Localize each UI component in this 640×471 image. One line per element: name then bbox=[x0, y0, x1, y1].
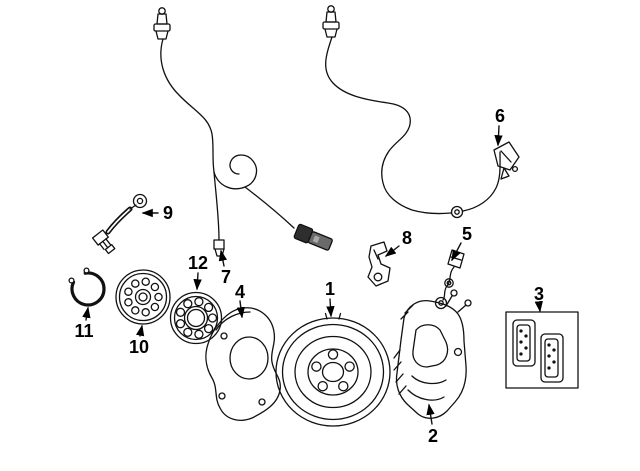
wheel-hub-art bbox=[115, 269, 171, 325]
callout-snap-ring[interactable]: 11 bbox=[74, 322, 93, 340]
callout-wear-sensor[interactable]: 5 bbox=[462, 225, 472, 243]
callout-number: 10 bbox=[128, 337, 150, 357]
snap-ring-art bbox=[68, 267, 106, 307]
callout-bracket[interactable]: 8 bbox=[402, 229, 412, 247]
callout-number: 12 bbox=[187, 253, 209, 273]
callout-arrows bbox=[82, 125, 543, 425]
callout-number: 1 bbox=[324, 279, 336, 299]
callout-number: 8 bbox=[401, 228, 413, 248]
callout-number: 2 bbox=[427, 426, 439, 446]
brake-rotor-art bbox=[275, 312, 391, 427]
wheel-bearing-art bbox=[169, 291, 223, 345]
callout-number: 4 bbox=[234, 282, 246, 302]
callout-splash-shield[interactable]: 4 bbox=[235, 283, 245, 301]
callout-sensor-cable[interactable]: 7 bbox=[221, 268, 231, 286]
callout-abs-speed-sensor[interactable]: 6 bbox=[495, 107, 505, 125]
callout-brake-hose[interactable]: 9 bbox=[163, 204, 173, 222]
callout-brake-rotor[interactable]: 1 bbox=[325, 280, 335, 298]
callout-number: 9 bbox=[162, 203, 174, 223]
callout-number: 6 bbox=[494, 106, 506, 126]
abs-speed-sensor-art bbox=[322, 5, 520, 219]
brake-caliper-art bbox=[393, 289, 472, 419]
callout-wheel-bearing[interactable]: 12 bbox=[188, 254, 208, 272]
bracket-art bbox=[367, 241, 391, 287]
callout-brake-caliper[interactable]: 2 bbox=[428, 427, 438, 445]
abs-sensor-cable-front-art bbox=[153, 7, 333, 257]
brake-pad-set-art bbox=[505, 311, 579, 389]
callout-number: 11 bbox=[74, 321, 94, 341]
brake-hose-art bbox=[91, 193, 148, 255]
callout-number: 3 bbox=[533, 284, 545, 304]
callout-wheel-hub[interactable]: 10 bbox=[129, 338, 149, 356]
callout-brake-pad-set[interactable]: 3 bbox=[534, 285, 544, 303]
callout-number: 7 bbox=[220, 267, 232, 287]
callout-number: 5 bbox=[461, 224, 473, 244]
splash-shield-art bbox=[205, 307, 281, 421]
